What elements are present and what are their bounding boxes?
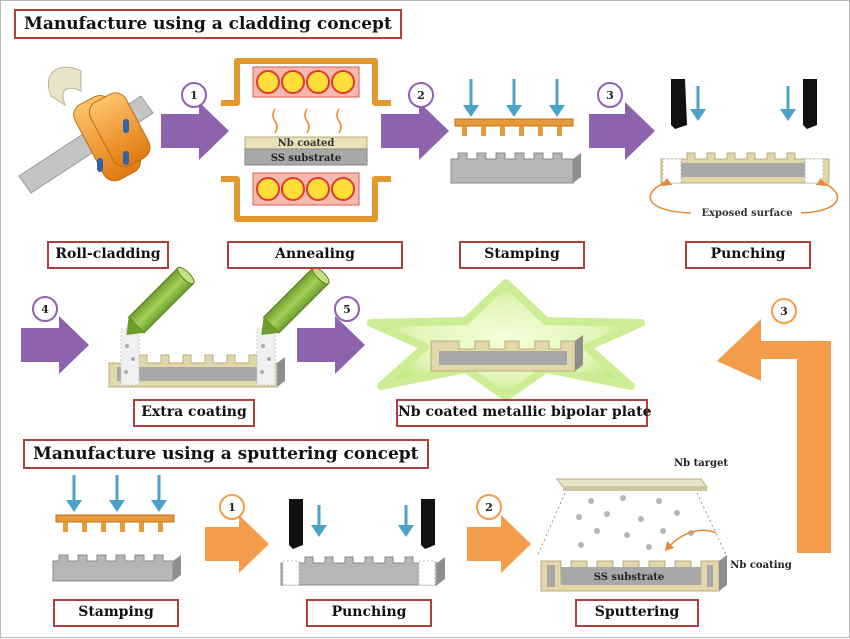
nb-coating-label: Nb coating	[730, 560, 792, 571]
cladding-section-title: Manufacture using a cladding concept	[14, 9, 402, 39]
sputter-step-arrow-2	[467, 515, 531, 573]
sputtering-step-badges: 1 2 3	[219, 298, 797, 520]
nb-target-label: Nb target	[674, 458, 728, 469]
punching-illustration	[649, 79, 839, 214]
step-arrow-4	[21, 316, 89, 374]
cladding-step-badges: 1 2 3 4 5	[32, 82, 623, 322]
step-arrow-3	[589, 102, 655, 160]
sputtering-chamber-illustration	[536, 478, 728, 592]
result-plate-illustration	[367, 279, 645, 401]
step-number: 4	[41, 303, 49, 316]
stamping-illustration	[450, 79, 581, 184]
exposed-surface-label: Exposed surface	[701, 208, 792, 219]
step-number: 3	[606, 89, 614, 102]
step-arrow-1	[161, 102, 229, 160]
step-number: 2	[485, 501, 493, 514]
roller-pin-icon	[97, 158, 103, 172]
roll-cladding-illustration	[18, 66, 154, 194]
roller-pin-icon	[123, 151, 129, 165]
cladding-arrows	[21, 102, 655, 374]
extra-coating-illustration	[108, 266, 330, 388]
result-label: Nb coated metallic bipolar plate	[396, 399, 651, 427]
roller-pin-icon	[123, 119, 129, 133]
step-number: 2	[417, 89, 425, 102]
annealing-furnace-illustration	[221, 58, 391, 222]
ss-substrate-label: SS substrate	[594, 572, 665, 583]
step-number: 1	[190, 89, 198, 102]
sputtering-label: Sputtering	[575, 599, 699, 627]
step-number: 5	[343, 303, 351, 316]
sputtering-arrows	[205, 319, 831, 573]
step-arrow-2	[381, 102, 449, 160]
sputter-stamping-label: Stamping	[53, 599, 179, 627]
sputter-stamping-illustration	[52, 475, 181, 582]
nb-coated-layer-label: Nb coated	[278, 138, 335, 149]
sputter-step-arrow-1	[205, 515, 269, 573]
step-arrow-5	[297, 316, 365, 374]
annealing-label: Annealing	[227, 241, 403, 269]
extra-coating-label: Extra coating	[133, 399, 255, 427]
sputter-step-arrow-3	[717, 319, 831, 553]
step-number: 3	[780, 305, 788, 318]
stamping-label: Stamping	[459, 241, 585, 269]
step-number: 1	[228, 501, 236, 514]
sputter-punching-label: Punching	[306, 599, 432, 627]
punching-label: Punching	[685, 241, 811, 269]
ss-substrate-layer-label: SS substrate	[271, 153, 342, 164]
sputtering-section-title: Manufacture using a sputtering concept	[23, 439, 429, 469]
roll-cladding-label: Roll-cladding	[47, 241, 169, 269]
sputter-punching-illustration	[280, 499, 445, 586]
